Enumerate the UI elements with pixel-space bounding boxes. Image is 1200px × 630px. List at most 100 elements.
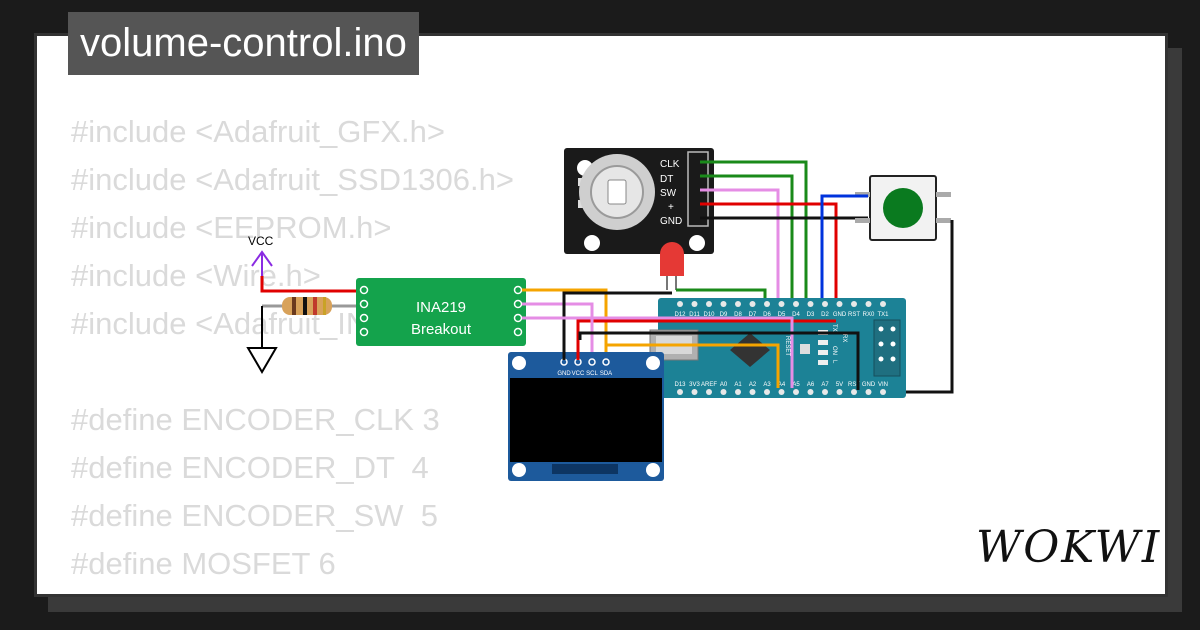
- code-line: #include <Adafruit_GFX.h>: [71, 114, 445, 149]
- nano-pin[interactable]: [706, 301, 712, 307]
- nano-pin-label: D6: [763, 312, 771, 318]
- nano-pin[interactable]: [720, 389, 727, 395]
- nano-pin[interactable]: [706, 389, 712, 395]
- nano-pin-label: D12: [674, 312, 686, 318]
- nano-pin[interactable]: [764, 389, 770, 395]
- nano-pin-label: A7: [821, 382, 829, 388]
- wire-oled-gnd: [562, 291, 672, 360]
- nano-pin-label: D2: [821, 312, 829, 318]
- ground-symbol: [246, 306, 278, 374]
- nano-pin[interactable]: [865, 389, 872, 395]
- nano-pin[interactable]: [880, 301, 886, 307]
- nano-pin[interactable]: [778, 301, 785, 307]
- nano-pin[interactable]: [735, 389, 741, 395]
- nano-pin-label: GND: [862, 382, 876, 388]
- wokwi-logo: WOKWI: [976, 522, 1162, 573]
- ina219-label: INA219: [416, 299, 466, 316]
- nano-pin-label: D3: [807, 312, 815, 318]
- nano-pin[interactable]: [836, 389, 843, 395]
- nano-label-l: L: [831, 360, 837, 364]
- ina219-breakout[interactable]: INA219 Breakout: [356, 278, 526, 346]
- wire-clk: [700, 160, 808, 306]
- nano-pin[interactable]: [851, 389, 857, 395]
- nano-pin[interactable]: [691, 389, 698, 395]
- nano-pin-label: A1: [734, 382, 742, 388]
- project-card[interactable]: #include <Adafruit_GFX.h> #include <Adafr…: [34, 33, 1168, 597]
- code-preview: #include <Adafruit_GFX.h> #include <Adafr…: [71, 108, 514, 594]
- ina219-sublabel: Breakout: [411, 321, 472, 338]
- nano-pin[interactable]: [677, 301, 683, 307]
- red-led[interactable]: [660, 242, 684, 290]
- nano-reset-label: RESET: [784, 336, 790, 356]
- nano-pin-label: A2: [749, 382, 757, 388]
- nano-label-tx: TX: [831, 324, 837, 332]
- nano-pin-label: AREF: [701, 382, 717, 388]
- code-line: #include <Wire.h>: [71, 258, 321, 293]
- vcc-symbol: VCC: [248, 234, 274, 276]
- nano-pin[interactable]: [793, 301, 799, 307]
- nano-pin-label: A3: [763, 382, 771, 388]
- nano-pin[interactable]: [865, 301, 872, 307]
- code-line: #define ENCODER_CLK 3: [71, 402, 440, 437]
- wire-dt: [700, 174, 794, 306]
- wire-ina-sda: [522, 288, 608, 368]
- nano-pin-label: A4: [778, 382, 786, 388]
- oled-pin-vcc: VCC: [572, 371, 585, 377]
- oled-display[interactable]: GND VCC SCL SDA: [508, 352, 664, 481]
- nano-pin-label: D8: [734, 312, 742, 318]
- wire-button: [820, 194, 868, 306]
- nano-pin[interactable]: [793, 389, 799, 395]
- file-title: volume-control.ino: [68, 12, 419, 75]
- wire-scl-a5: [590, 316, 794, 388]
- nano-pin[interactable]: [720, 301, 727, 307]
- push-button[interactable]: [855, 175, 951, 241]
- nano-pin[interactable]: [822, 301, 828, 307]
- nano-pin[interactable]: [778, 389, 785, 395]
- nano-pin-label: D10: [703, 312, 715, 318]
- nano-pin[interactable]: [807, 389, 814, 395]
- nano-pin-label: D13: [674, 382, 686, 388]
- nano-pin[interactable]: [749, 301, 756, 307]
- oled-pin-gnd: GND: [557, 371, 571, 377]
- nano-pin-label: A0: [720, 382, 728, 388]
- nano-pin[interactable]: [880, 389, 886, 395]
- nano-pin-label: RST: [848, 312, 860, 318]
- nano-label-on: ON: [831, 346, 837, 355]
- nano-pin[interactable]: [764, 301, 770, 307]
- nano-pin-label: 3V3: [689, 382, 700, 388]
- nano-pin-label: D7: [749, 312, 757, 318]
- oled-pin-sda: SDA: [600, 371, 612, 377]
- nano-pin-label: TX1: [877, 312, 889, 318]
- nano-pin[interactable]: [807, 301, 814, 307]
- encoder-pin-vcc: +: [668, 202, 674, 213]
- nano-pin[interactable]: [822, 389, 828, 395]
- nano-pin[interactable]: [735, 301, 741, 307]
- code-line: #define MOSFET 6: [71, 546, 336, 581]
- nano-pin-label: VIN: [878, 382, 888, 388]
- nano-pin[interactable]: [851, 301, 857, 307]
- code-line: #define ENCODER_SW 5: [71, 498, 438, 533]
- nano-pin-label: RST: [848, 382, 860, 388]
- resistor: [262, 297, 360, 315]
- nano-pin-label: A5: [792, 382, 800, 388]
- code-line: #include <Adafruit_SSD1306.h>: [71, 162, 514, 197]
- nano-pin-label: A6: [807, 382, 815, 388]
- encoder-pin-clk: CLK: [660, 159, 680, 170]
- rotary-encoder[interactable]: CLK DT SW + GND: [564, 148, 714, 254]
- nano-pin[interactable]: [691, 301, 698, 307]
- wire-ina-scl: [522, 302, 594, 368]
- nano-pin-label: 5V: [836, 382, 843, 388]
- nano-pin-label: D11: [689, 312, 700, 318]
- code-line: #define ENCODER_DT 4: [71, 450, 429, 485]
- nano-label-rx: RX: [841, 334, 847, 342]
- nano-pin[interactable]: [749, 389, 756, 395]
- nano-pin[interactable]: [836, 301, 843, 307]
- wire-sw: [700, 188, 780, 306]
- oled-pin-scl: SCL: [586, 371, 598, 377]
- nano-pin-label: D4: [792, 312, 800, 318]
- nano-pin[interactable]: [677, 389, 683, 395]
- encoder-pin-gnd: GND: [660, 216, 682, 227]
